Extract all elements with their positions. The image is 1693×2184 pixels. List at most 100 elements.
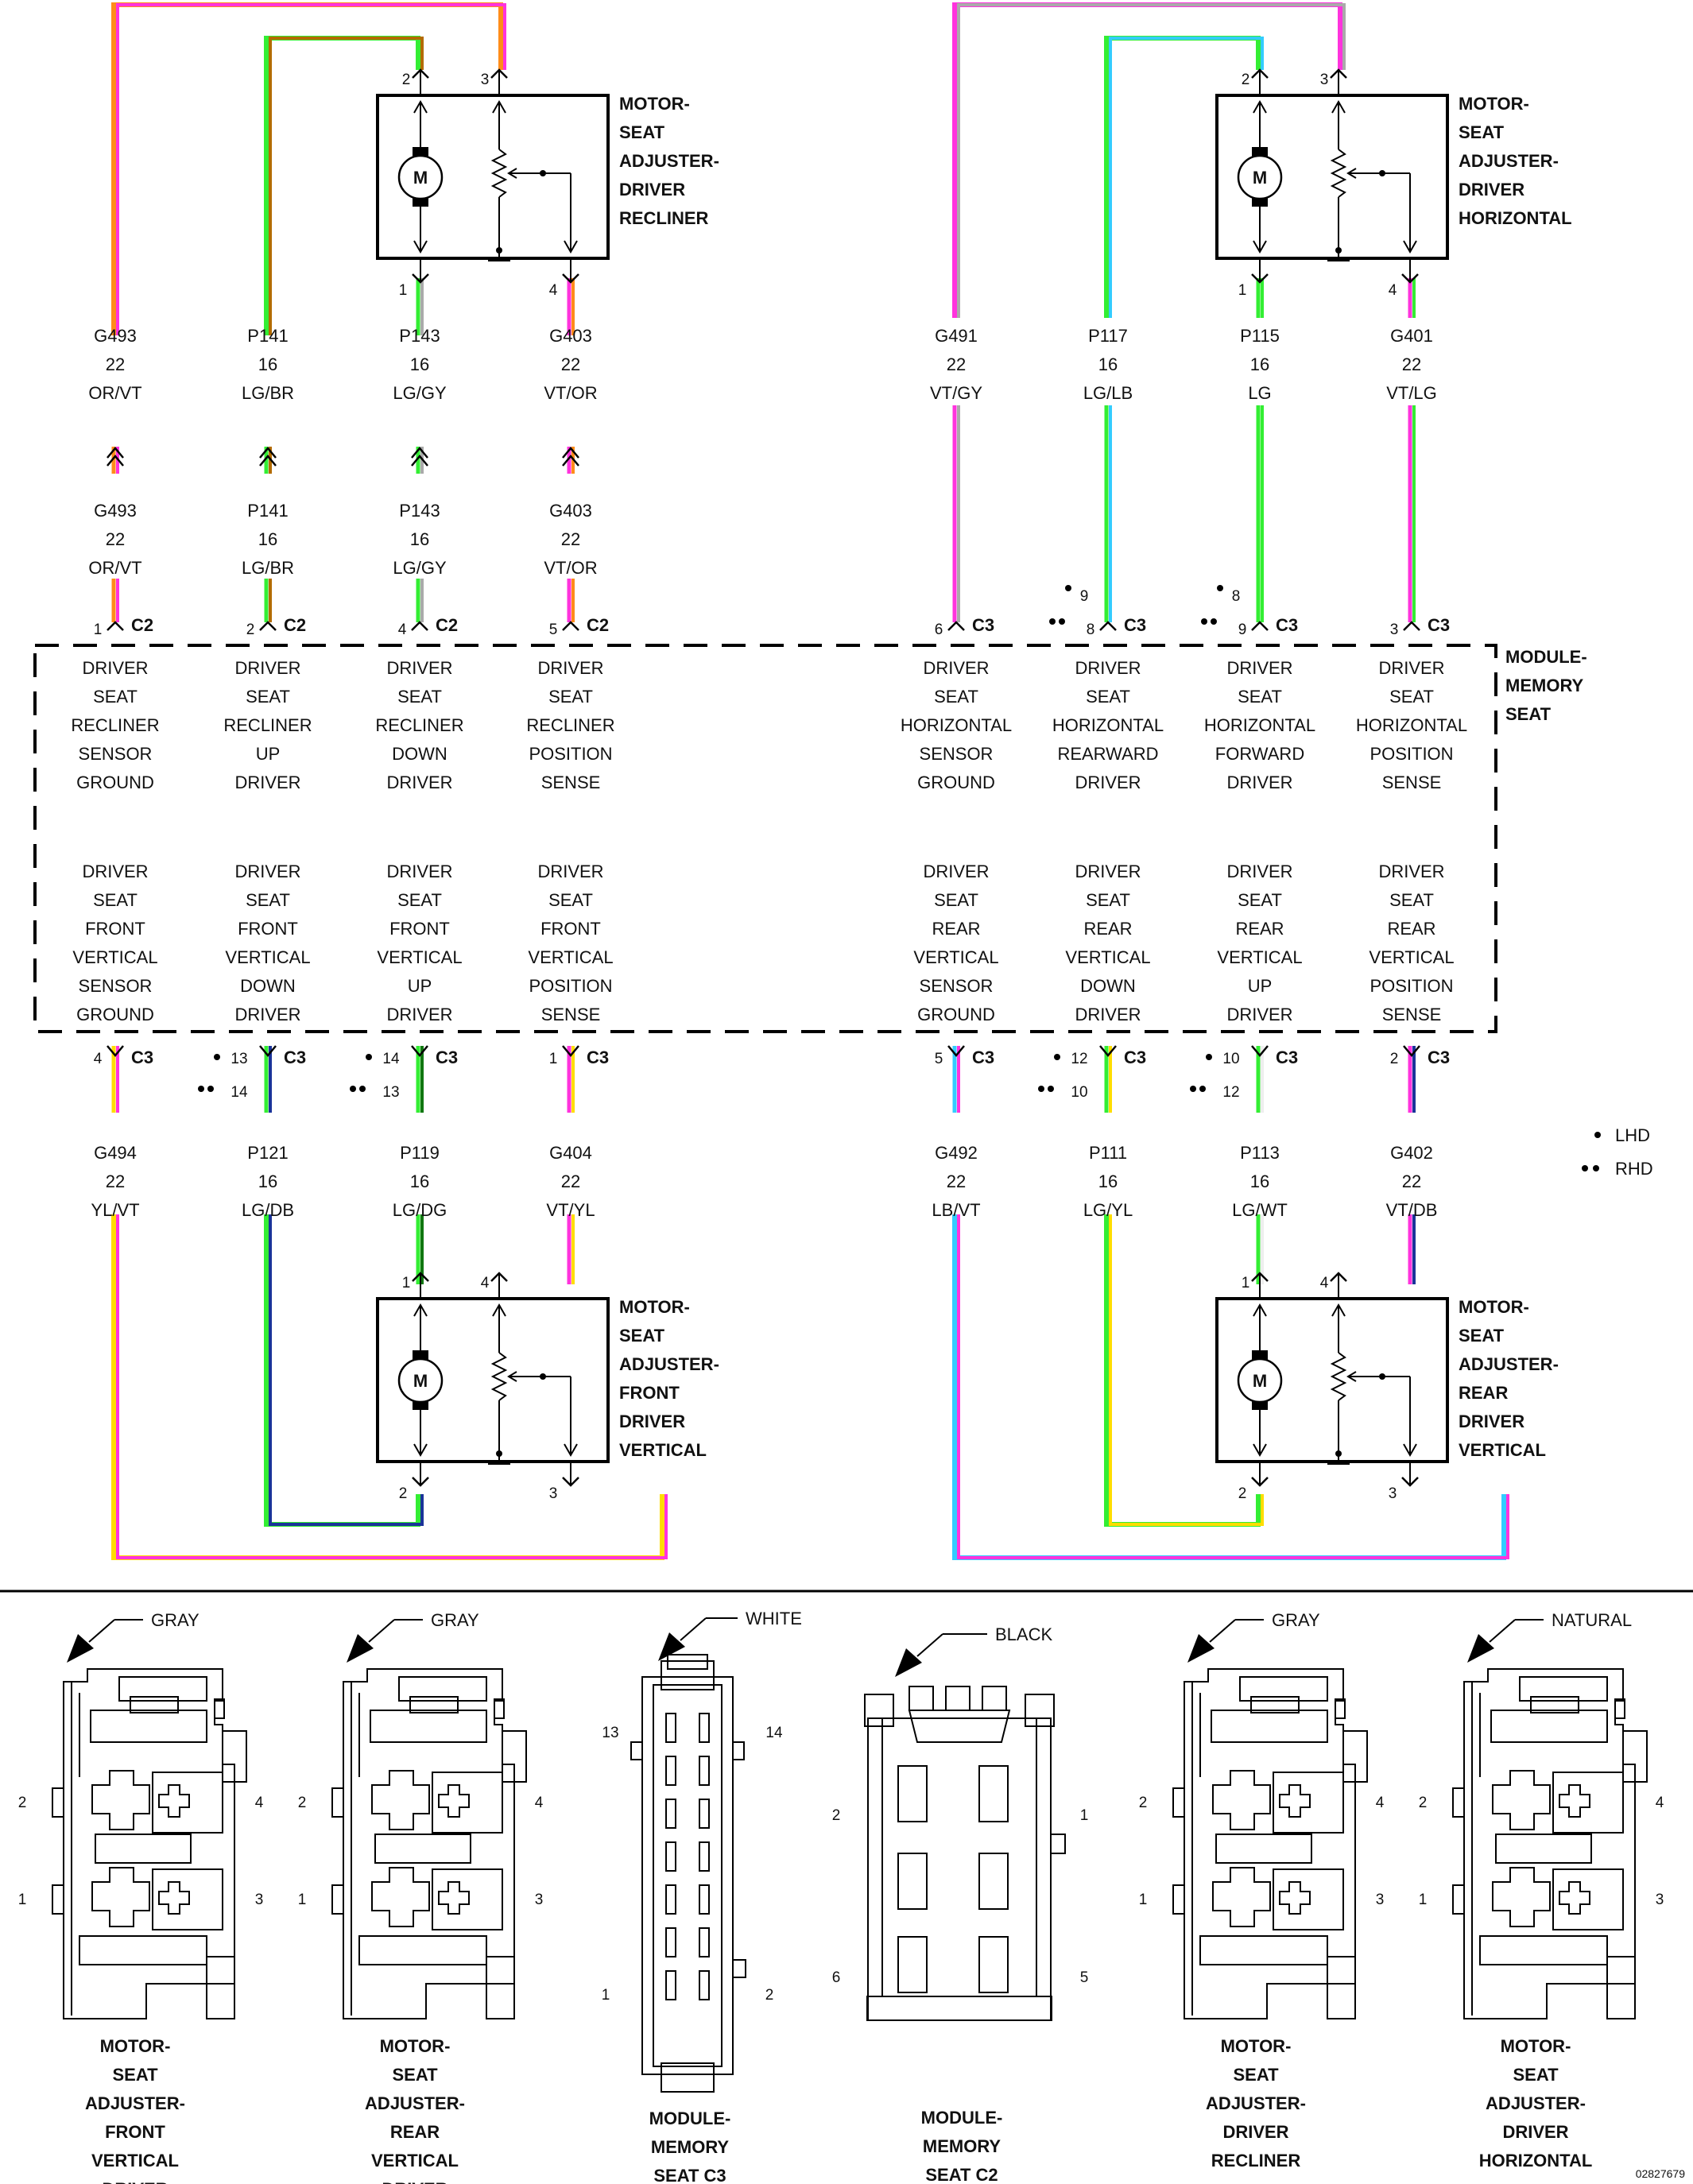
side-key — [1172, 1884, 1185, 1915]
wire-gauge: 16 — [410, 529, 429, 549]
connector-body — [867, 1717, 1052, 2021]
pin-number: 3 — [1320, 72, 1329, 88]
callout-line — [368, 1619, 395, 1643]
connector-views: GRAY2143MOTOR-SEATADJUSTER-FRONTVERTICAL… — [0, 1590, 1693, 2184]
pin-function: GROUND — [917, 1005, 995, 1024]
terminal-cavity — [699, 1799, 710, 1829]
pin-function: DRIVER — [1226, 862, 1292, 881]
pin-number: 1 — [1238, 282, 1247, 299]
latch — [118, 1676, 207, 1702]
side-key — [331, 1884, 344, 1915]
wire-color: LG — [1248, 383, 1271, 403]
arrow-icon — [1331, 99, 1346, 114]
divider-rib — [79, 1935, 207, 1965]
cavity-frame — [152, 1868, 223, 1930]
cavity-small — [158, 1881, 190, 1915]
callout-line — [1489, 1619, 1516, 1643]
side-key — [222, 1730, 247, 1783]
pin-function: FRONT — [238, 919, 298, 939]
pin-function: FRONT — [389, 919, 450, 939]
latch — [982, 1686, 1007, 1711]
pin-function: GROUND — [76, 1005, 154, 1024]
pin-function: DOWN — [1080, 976, 1136, 996]
pin-function: SEAT — [934, 890, 978, 910]
pin-function: DRIVER — [923, 862, 989, 881]
pin-function: VERTICAL — [1217, 947, 1302, 967]
callout-line — [1209, 1619, 1236, 1643]
pin-function: DRIVER — [386, 658, 452, 678]
pin-number: 1 — [1139, 1892, 1148, 1908]
circuit-id: G404 — [549, 1143, 592, 1163]
pin-function: FRONT — [85, 919, 145, 939]
rhd-pin-number: 13 — [382, 1084, 399, 1101]
arrow-icon — [1403, 1443, 1417, 1458]
motor-title: DRIVER — [619, 1411, 685, 1431]
latch — [661, 2062, 715, 2093]
pin-function: SEAT — [93, 890, 138, 910]
pin-number: 2 — [765, 1987, 774, 2004]
pin-number: 1 — [1080, 1807, 1089, 1824]
divider-rib — [95, 1834, 192, 1864]
wire-gauge: 16 — [1098, 1171, 1118, 1191]
terminal-cavity — [665, 1970, 676, 2000]
connector-color: GRAY — [151, 1610, 200, 1630]
pin-function: POSITION — [529, 744, 612, 764]
pin-number: 8 — [1087, 622, 1095, 638]
corner-post — [1025, 1694, 1055, 1727]
rhd-dot-icon — [1059, 618, 1065, 625]
lhd-label: LHD — [1615, 1125, 1650, 1145]
pin-function: REAR — [1387, 919, 1435, 939]
pin-number: 9 — [1238, 622, 1247, 638]
cavity-frame — [1273, 1868, 1344, 1930]
arrow-icon — [413, 99, 428, 114]
wire-gauge: 22 — [947, 354, 966, 374]
junction-dot — [540, 170, 546, 176]
circuit-id: G494 — [94, 1143, 137, 1163]
wire-color: OR/VT — [88, 558, 141, 578]
side-key — [630, 1741, 643, 1760]
female-terminal-icon — [1403, 1045, 1420, 1057]
pin-function: POSITION — [1370, 744, 1453, 764]
wire-color: LG/DB — [242, 1200, 294, 1220]
circuit-id: G493 — [94, 501, 137, 521]
pin-number: 4 — [535, 1795, 544, 1811]
pin-number: 3 — [535, 1892, 544, 1908]
pin-number: 6 — [832, 1969, 841, 1986]
connector-title: MEMORY — [923, 2136, 1001, 2156]
cavity-small — [438, 1784, 470, 1818]
male-terminal-icon — [412, 273, 429, 284]
connector-inner — [653, 1684, 723, 2067]
pin-number: 1 — [298, 1892, 307, 1908]
motor-title: RECLINER — [619, 208, 709, 228]
divider-rib — [374, 1834, 471, 1864]
connector-color: BLACK — [995, 1624, 1052, 1644]
divider-rib — [1495, 1834, 1592, 1864]
side-key — [732, 1741, 745, 1760]
connector-title: MOTOR- — [1501, 2036, 1571, 2056]
pin-function: DRIVER — [537, 862, 603, 881]
terminal-cavity — [665, 1756, 676, 1786]
inline-connector-icon — [259, 447, 277, 459]
rhd-dot-icon — [1201, 618, 1207, 625]
callout-line — [680, 1617, 707, 1641]
motor-icon — [397, 154, 444, 200]
pin-function: DRIVER — [386, 862, 452, 881]
wire-color: LG/GY — [393, 558, 447, 578]
arrow-icon — [1253, 1303, 1267, 1317]
cavity-small — [1559, 1881, 1590, 1915]
wire-gauge: 22 — [106, 1171, 125, 1191]
lhd-dot-icon — [1054, 1054, 1060, 1060]
wire-color: LG/BR — [242, 383, 294, 403]
side-key — [1050, 1834, 1066, 1854]
divider-rib — [1215, 1834, 1312, 1864]
motor-title: DRIVER — [1459, 1411, 1524, 1431]
lhd-dot-icon — [1065, 585, 1071, 591]
terminal-cavity — [665, 1713, 676, 1743]
module-title: MODULE- — [1505, 647, 1587, 667]
wire-gauge: 22 — [561, 354, 580, 374]
pin-number: 5 — [1080, 1969, 1089, 1986]
pin-function: SEAT — [246, 687, 290, 707]
connector-title: VERTICAL — [91, 2151, 179, 2170]
